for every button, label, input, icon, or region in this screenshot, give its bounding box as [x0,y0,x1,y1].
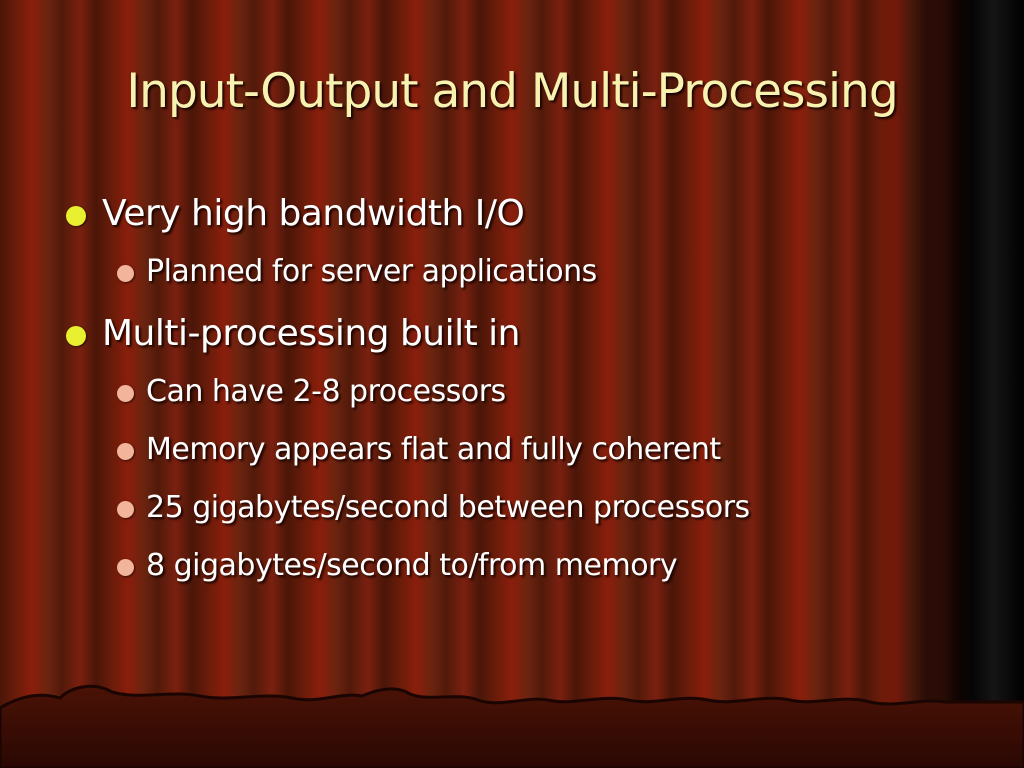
sub-bullet-item: Can have 2-8 processors [62,372,942,430]
sub-bullet-dot-icon [117,265,134,282]
sub-bullet-text: Can have 2-8 processors [146,374,506,409]
sub-bullet-text: 8 gigabytes/second to/from memory [146,548,678,583]
sub-bullet-item: Memory appears flat and fully coherent [62,430,942,488]
bullet-dot-icon [66,206,86,226]
sub-bullet-dot-icon [117,501,134,518]
sub-bullet-dot-icon [117,443,134,460]
sub-bullet-item: 8 gigabytes/second to/from memory [62,546,942,604]
bullet-text: Very high bandwidth I/O [102,193,525,234]
bullet-text: Multi-processing built in [102,313,521,354]
sub-bullet-dot-icon [117,559,134,576]
sub-bullet-item: 25 gigabytes/second between processors [62,488,942,546]
bullet-dot-icon [66,326,86,346]
sub-bullet-text: 25 gigabytes/second between processors [146,490,750,525]
stage-edge-decoration [0,684,1024,768]
bullet-item: Very high bandwidth I/O [62,190,942,252]
sub-bullet-dot-icon [117,385,134,402]
slide-title: Input-Output and Multi-Processing [126,64,898,119]
sub-bullet-text: Planned for server applications [146,254,597,289]
sub-bullet-text: Memory appears flat and fully coherent [146,432,721,467]
bullet-list: Very high bandwidth I/O Planned for serv… [62,190,942,604]
sub-bullet-item: Planned for server applications [62,252,942,310]
stage-floor-shape [0,684,1024,768]
bullet-item: Multi-processing built in [62,310,942,372]
